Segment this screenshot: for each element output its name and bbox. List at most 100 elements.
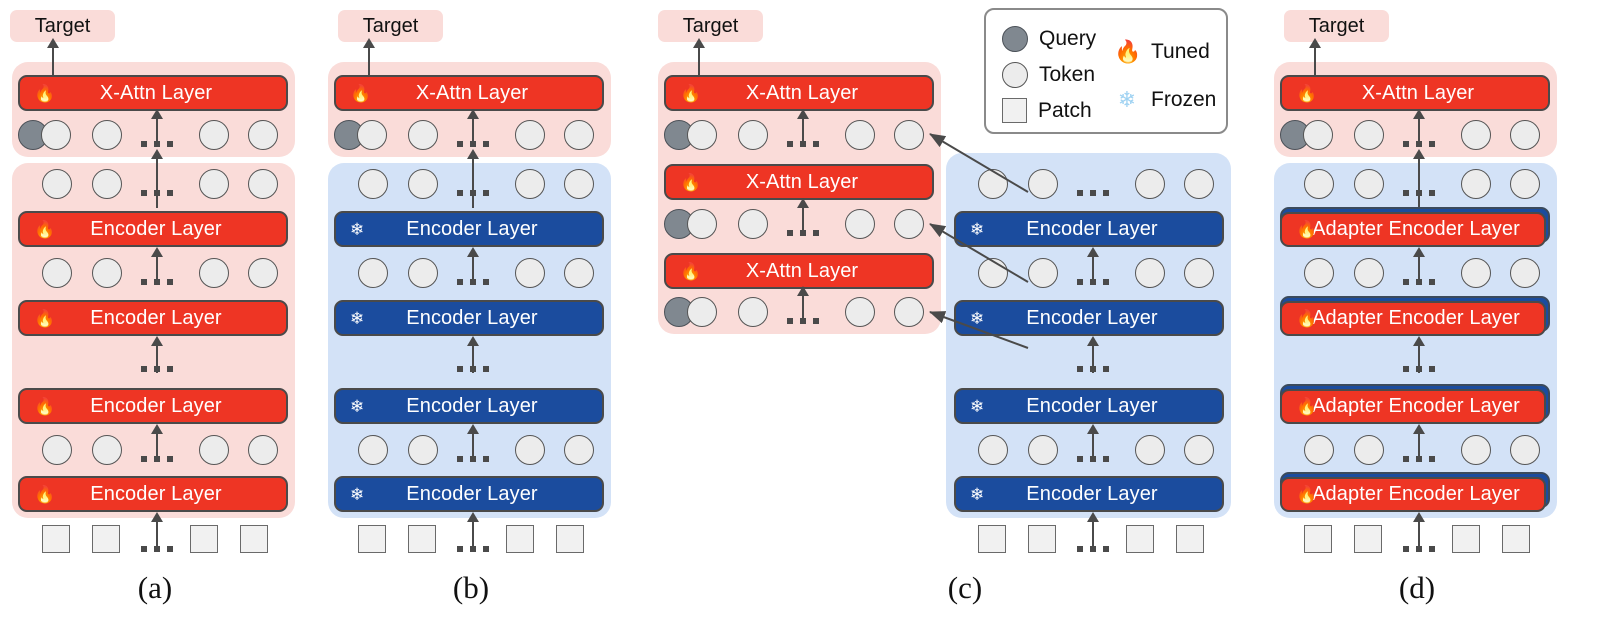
panel-b-layer-encoder-3-label: Encoder Layer <box>406 306 538 329</box>
panel-b-layer-encoder-4[interactable]: ❄ Encoder Layer <box>334 211 604 247</box>
panel-b-layer-encoder-4-label: Encoder Layer <box>406 217 538 240</box>
fire-icon: 🔥 <box>1296 83 1318 103</box>
panel-d-layer-adapter-3-label: Adapter Encoder Layer <box>1312 307 1520 329</box>
panel-b-layer-encoder-1[interactable]: ❄ Encoder Layer <box>334 476 604 512</box>
panel-c-token <box>1135 435 1165 465</box>
panel-b-arrow <box>467 149 479 208</box>
panel-a-token <box>92 169 122 199</box>
panel-b-layer-x-attn[interactable]: 🔥 X-Attn Layer <box>334 75 604 111</box>
panel-a-layer-encoder-1-label: Encoder Layer <box>90 482 222 505</box>
empty-circle-icon <box>1002 62 1028 88</box>
panel-c-token <box>687 297 717 327</box>
panel-c-layer-x-attn-2-label: X-Attn Layer <box>745 170 859 193</box>
panel-d-token <box>1461 435 1491 465</box>
fire-icon: 🔥 <box>34 308 56 328</box>
panel-b-token <box>408 169 438 199</box>
panel-d-patch <box>1304 525 1332 553</box>
panel-c-token <box>845 209 875 239</box>
panel-d-token <box>1461 258 1491 288</box>
panel-d-patch <box>1452 525 1480 553</box>
snowflake-icon: ❄ <box>970 396 985 416</box>
panel-c-token <box>1028 258 1058 288</box>
panel-d-token <box>1461 169 1491 199</box>
panel-b-token <box>515 435 545 465</box>
ellipsis-dots <box>141 546 173 552</box>
legend-label-frozen: Frozen <box>1151 88 1217 111</box>
panel-b-layer-encoder-3[interactable]: ❄ Encoder Layer <box>334 300 604 336</box>
panel-d-caption: (d) <box>1398 570 1436 605</box>
panel-a-token <box>199 120 229 150</box>
panel-c-layer-x-attn-3[interactable]: 🔥 X-Attn Layer <box>664 75 934 111</box>
panel-b-token <box>564 258 594 288</box>
panel-b-token <box>358 169 388 199</box>
panel-b-token <box>564 169 594 199</box>
panel-a-token <box>248 258 278 288</box>
panel-a-token <box>42 169 72 199</box>
ellipsis-dots <box>1403 546 1435 552</box>
panel-a-layer-encoder-3[interactable]: 🔥 Encoder Layer <box>18 300 288 336</box>
panel-c-token <box>738 120 768 150</box>
panel-a-layer-encoder-4[interactable]: 🔥 Encoder Layer <box>18 211 288 247</box>
panel-c-token <box>978 435 1008 465</box>
snowflake-icon: ❄ <box>970 484 985 504</box>
panel-a-token <box>199 435 229 465</box>
panel-d-token <box>1354 169 1384 199</box>
panel-c-layer-x-attn-1[interactable]: 🔥 X-Attn Layer <box>664 253 934 289</box>
panel-d-arrow <box>1413 109 1425 146</box>
panel-c-layer-encoder-3-label: Encoder Layer <box>1026 306 1158 329</box>
panel-b-patch <box>358 525 386 553</box>
panel-c-token <box>1184 169 1214 199</box>
panel-c-layer-encoder-2[interactable]: ❄ Encoder Layer <box>954 388 1224 424</box>
panel-b-token <box>408 120 438 150</box>
panel-b-token <box>515 258 545 288</box>
panel-d-layer-adapter-4[interactable]: 🔥 Adapter Encoder Layer <box>1280 212 1546 247</box>
panel-b-caption: (b) <box>452 570 490 605</box>
panel-a-arrow <box>151 149 163 208</box>
panel-d-layer-adapter-3[interactable]: 🔥 Adapter Encoder Layer <box>1280 301 1546 336</box>
panel-d-token <box>1510 169 1540 199</box>
panel-a-target-arrow <box>47 38 59 76</box>
panel-b-input-arrow <box>467 512 479 549</box>
panel-a-layer-x-attn[interactable]: 🔥 X-Attn Layer <box>18 75 288 111</box>
panel-d-token <box>1303 120 1333 150</box>
panel-c-skip-connections <box>929 133 1029 349</box>
filled-circle-icon <box>1002 26 1028 52</box>
panel-c-arrow <box>1087 424 1099 461</box>
panel-c-token <box>1028 169 1058 199</box>
panel-a-patch <box>92 525 120 553</box>
panel-c-arrow <box>1087 336 1099 373</box>
panel-b-layer-encoder-2[interactable]: ❄ Encoder Layer <box>334 388 604 424</box>
panel-c-query-token <box>664 209 694 239</box>
panel-b-arrow <box>467 336 479 373</box>
panel-d-layer-adapter-1[interactable]: 🔥 Adapter Encoder Layer <box>1280 477 1546 512</box>
panel-b-token <box>358 258 388 288</box>
fire-icon: 🔥 <box>350 83 372 103</box>
panel-c-token <box>1135 258 1165 288</box>
panel-c-token <box>687 209 717 239</box>
panel-c-token <box>845 120 875 150</box>
panel-c-layer-encoder-4-label: Encoder Layer <box>1026 217 1158 240</box>
panel-a-layer-encoder-2[interactable]: 🔥 Encoder Layer <box>18 388 288 424</box>
panel-a-arrow <box>151 247 163 284</box>
panel-c-layer-encoder-3[interactable]: ❄ Encoder Layer <box>954 300 1224 336</box>
panel-d-layer-adapter-1-label: Adapter Encoder Layer <box>1312 483 1520 505</box>
fire-icon: 🔥 <box>1296 309 1318 328</box>
panel-c-layer-encoder-4[interactable]: ❄ Encoder Layer <box>954 211 1224 247</box>
panel-b-token <box>564 120 594 150</box>
snowflake-icon: ❄ <box>1117 87 1137 112</box>
panel-a-patch <box>190 525 218 553</box>
panel-b-token <box>357 120 387 150</box>
panel-a-layer-encoder-2-label: Encoder Layer <box>90 394 222 417</box>
panel-d-arrow <box>1413 149 1425 208</box>
panel-d-patch <box>1354 525 1382 553</box>
panel-c-layer-x-attn-2[interactable]: 🔥 X-Attn Layer <box>664 164 934 200</box>
panel-c-layer-encoder-1[interactable]: ❄ Encoder Layer <box>954 476 1224 512</box>
panel-c-token <box>894 297 924 327</box>
panel-a-arrow <box>151 109 163 146</box>
panel-d-layer-adapter-2[interactable]: 🔥 Adapter Encoder Layer <box>1280 389 1546 424</box>
legend-item-token: Token <box>1002 62 1095 88</box>
panel-d-layer-x-attn[interactable]: 🔥 X-Attn Layer <box>1280 75 1550 111</box>
panel-d-token <box>1510 120 1540 150</box>
snowflake-icon: ❄ <box>350 396 365 416</box>
panel-a-layer-encoder-1[interactable]: 🔥 Encoder Layer <box>18 476 288 512</box>
